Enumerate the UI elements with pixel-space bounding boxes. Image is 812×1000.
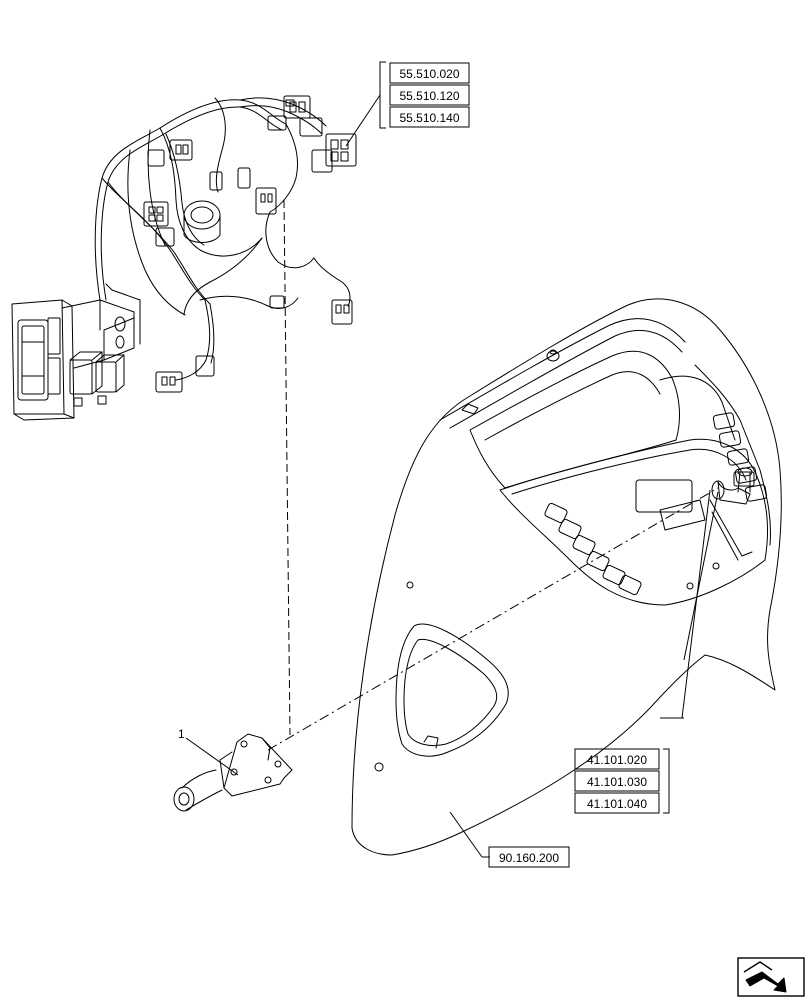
console-ref-3: 41.101.040: [587, 797, 647, 811]
item-number-label: 1: [178, 727, 185, 741]
leader-lines: [185, 94, 719, 858]
console-cover: [351, 298, 782, 856]
console-ref-2: 41.101.030: [587, 775, 647, 789]
joystick-assembly: [173, 733, 293, 812]
next-page-arrow-icon[interactable]: [737, 957, 805, 997]
harness-callout-group: [379, 61, 470, 129]
console-button-array: [544, 412, 768, 596]
harness-ref-3: 55.510.140: [399, 111, 459, 125]
callout-item-1: 1: [178, 727, 185, 741]
console-ref-1: 41.101.020: [587, 753, 647, 767]
harness-ref-1: 55.510.020: [399, 67, 459, 81]
cover-callout: [488, 846, 570, 868]
console-callout-group: [574, 748, 670, 814]
cover-ref: 90.160.200: [499, 851, 559, 865]
console-joystick: [711, 467, 755, 505]
wiring-harness: [11, 95, 357, 421]
harness-ref-2: 55.510.120: [399, 89, 459, 103]
